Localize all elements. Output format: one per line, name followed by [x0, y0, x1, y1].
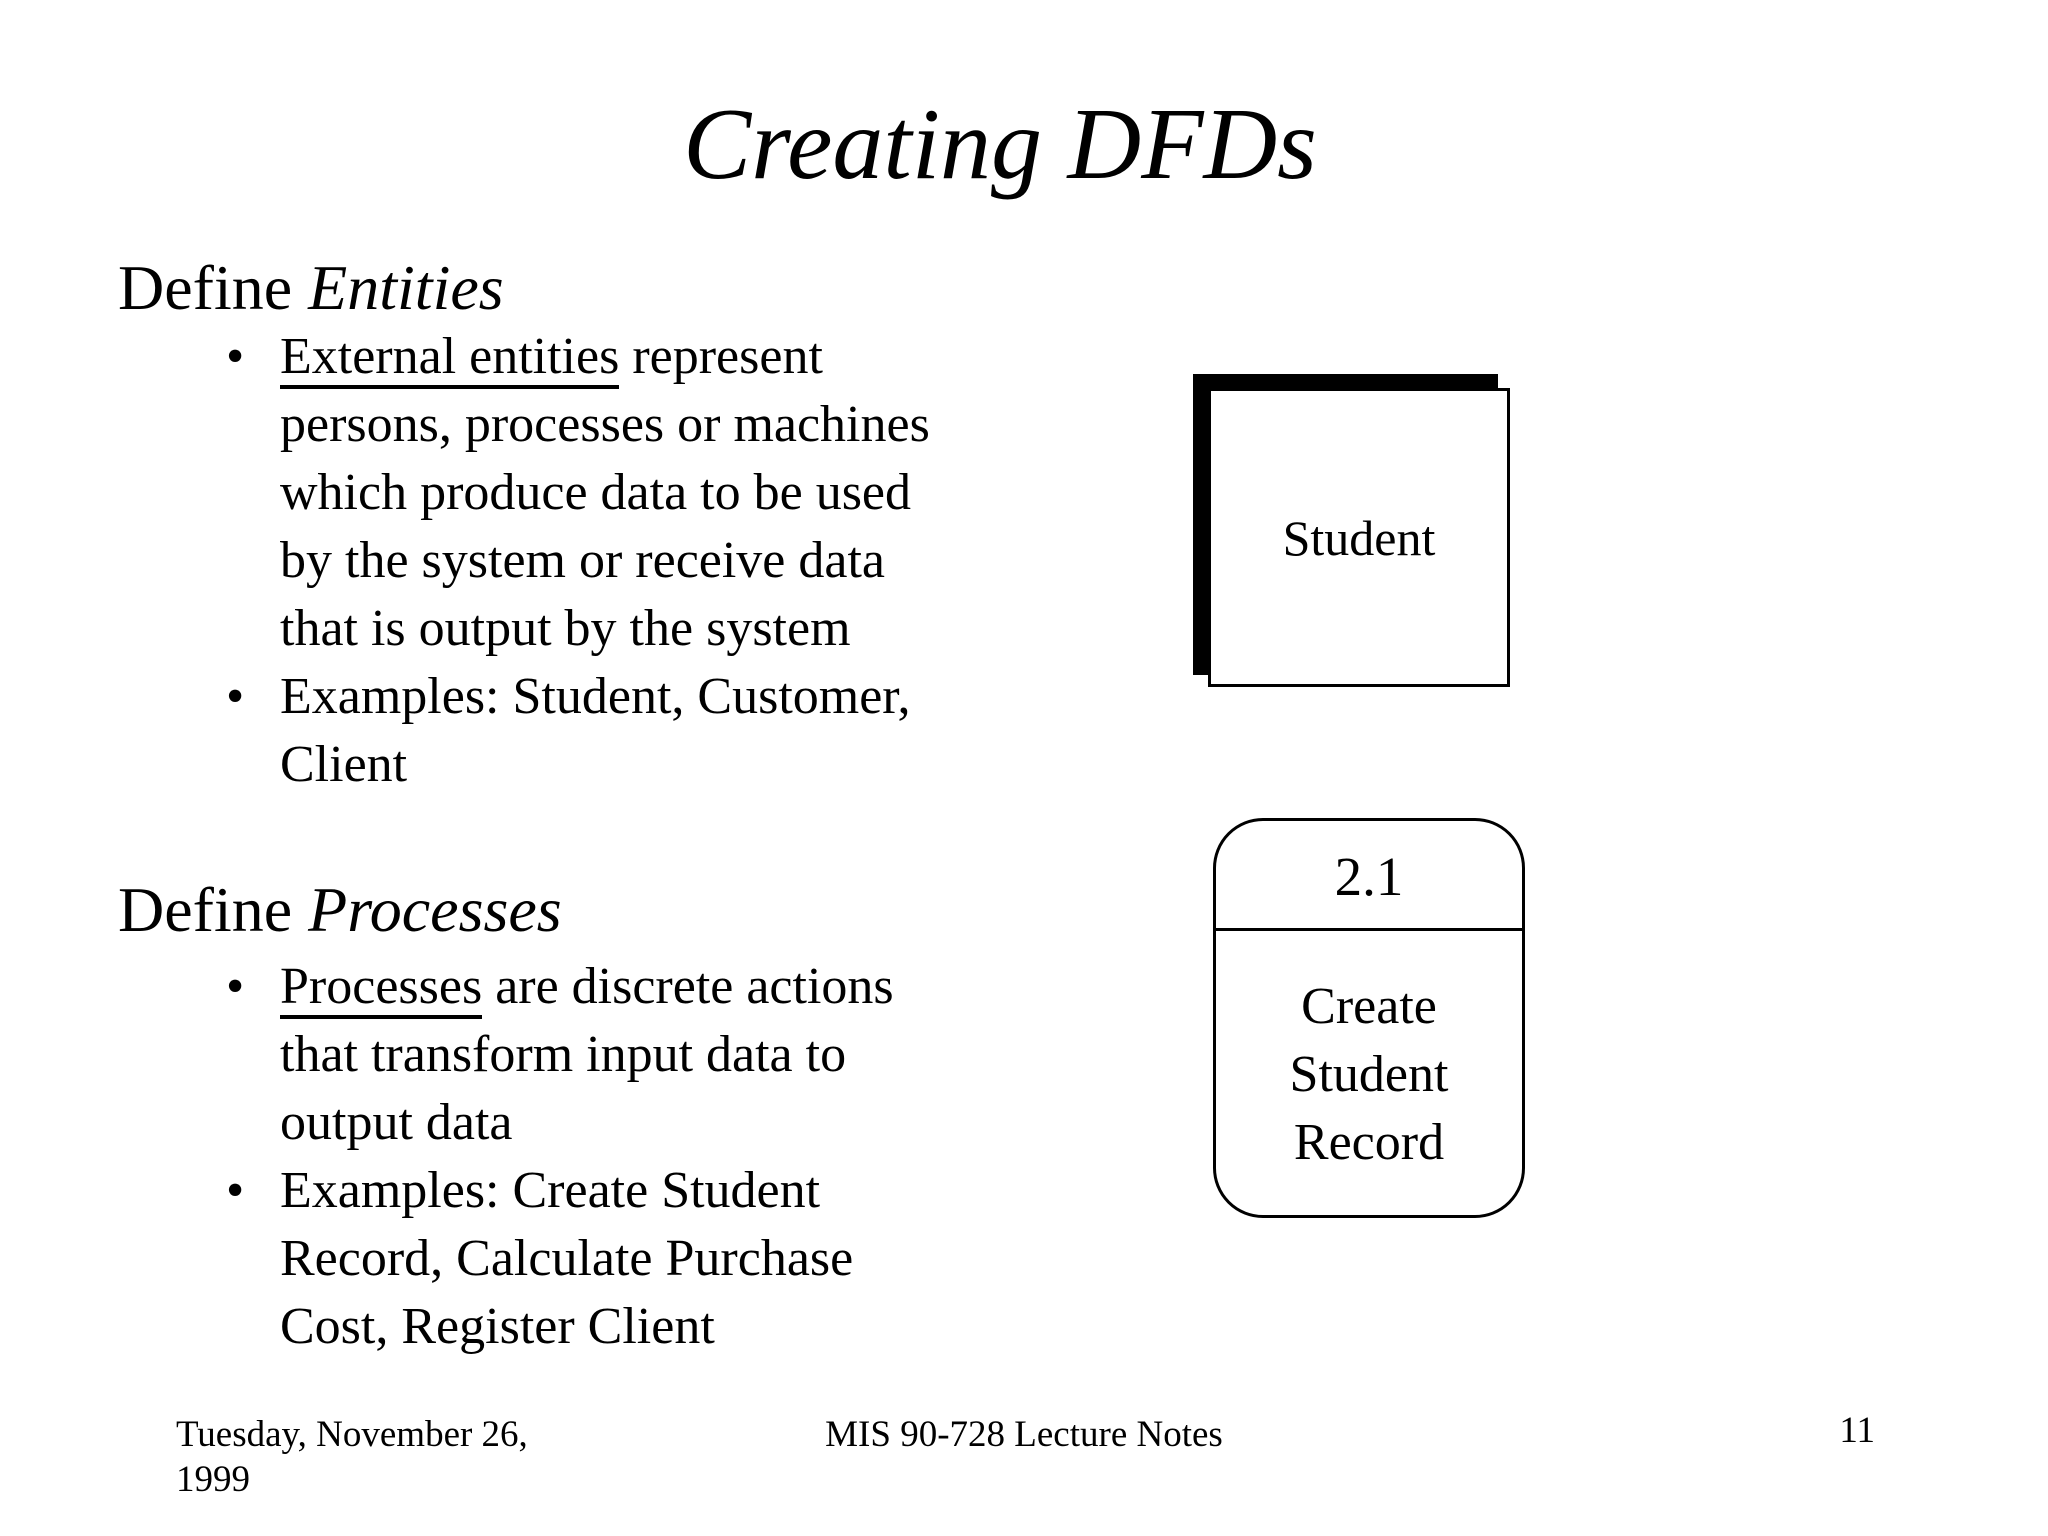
slide-title: Creating DFDs — [683, 88, 1317, 201]
heading-prefix: Define — [118, 874, 309, 945]
process-label-line: Record — [1293, 1114, 1445, 1171]
heading-emphasis: Entities — [308, 252, 504, 323]
process-label: Create Student Record — [1216, 973, 1522, 1177]
underlined-term: Processes — [280, 958, 483, 1019]
process-divider-line — [1216, 928, 1522, 931]
heading-prefix: Define — [118, 252, 309, 323]
section-heading-processes: Define Processes — [118, 872, 562, 949]
footer-date-line: 1999 — [176, 1459, 250, 1500]
bullet-item: Examples: Student, Customer,Client — [224, 663, 1124, 799]
entity-box-student: Student — [1208, 388, 1510, 687]
underlined-term: External entities — [280, 328, 620, 389]
footer-page-number: 11 — [1839, 1410, 1875, 1451]
process-label-line: Create — [1301, 978, 1437, 1035]
section-heading-entities: Define Entities — [118, 250, 504, 327]
footer-date-line: Tuesday, November 26, — [176, 1414, 528, 1455]
process-box-create-student-record: 2.1 Create Student Record — [1213, 818, 1525, 1218]
footer-course-label: MIS 90-728 Lecture Notes — [825, 1414, 1223, 1455]
entity-label: Student — [1282, 509, 1436, 566]
footer-date: Tuesday, November 26, 1999 — [176, 1412, 528, 1502]
process-label-line: Student — [1289, 1046, 1449, 1103]
process-number: 2.1 — [1334, 846, 1404, 907]
heading-emphasis: Processes — [308, 874, 562, 945]
